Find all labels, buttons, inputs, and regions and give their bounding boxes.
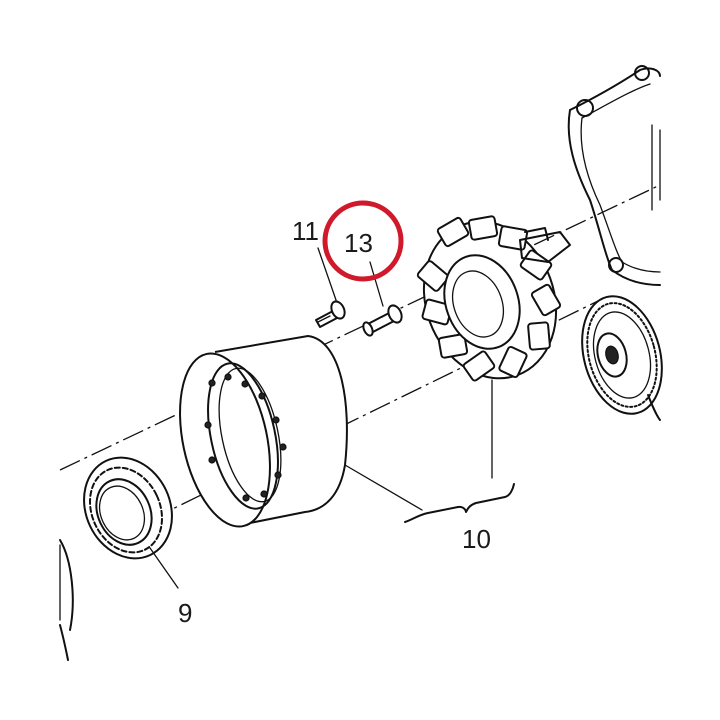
one-way-clutch bbox=[83, 456, 173, 560]
callout-11: 11 bbox=[292, 216, 319, 246]
rotor-bolt-holes bbox=[204, 373, 287, 502]
callout-13: 13 bbox=[344, 228, 373, 258]
callout-10: 10 bbox=[462, 524, 491, 554]
bolt-part-11 bbox=[315, 300, 346, 328]
leader-line-11 bbox=[317, 247, 337, 301]
highlight-circle bbox=[322, 200, 404, 282]
starter-gear bbox=[581, 295, 663, 421]
leader-line-13 bbox=[369, 261, 384, 307]
brace-part-10 bbox=[404, 483, 515, 523]
bolt-part-13 bbox=[362, 304, 403, 337]
engine-cover bbox=[567, 65, 661, 286]
stator-assembly bbox=[416, 215, 571, 382]
callout-9: 9 bbox=[178, 598, 192, 628]
leader-line-10a bbox=[344, 464, 423, 511]
leader-line-9 bbox=[149, 547, 179, 589]
crank-hub bbox=[59, 539, 74, 661]
rotor-drum bbox=[179, 335, 348, 528]
